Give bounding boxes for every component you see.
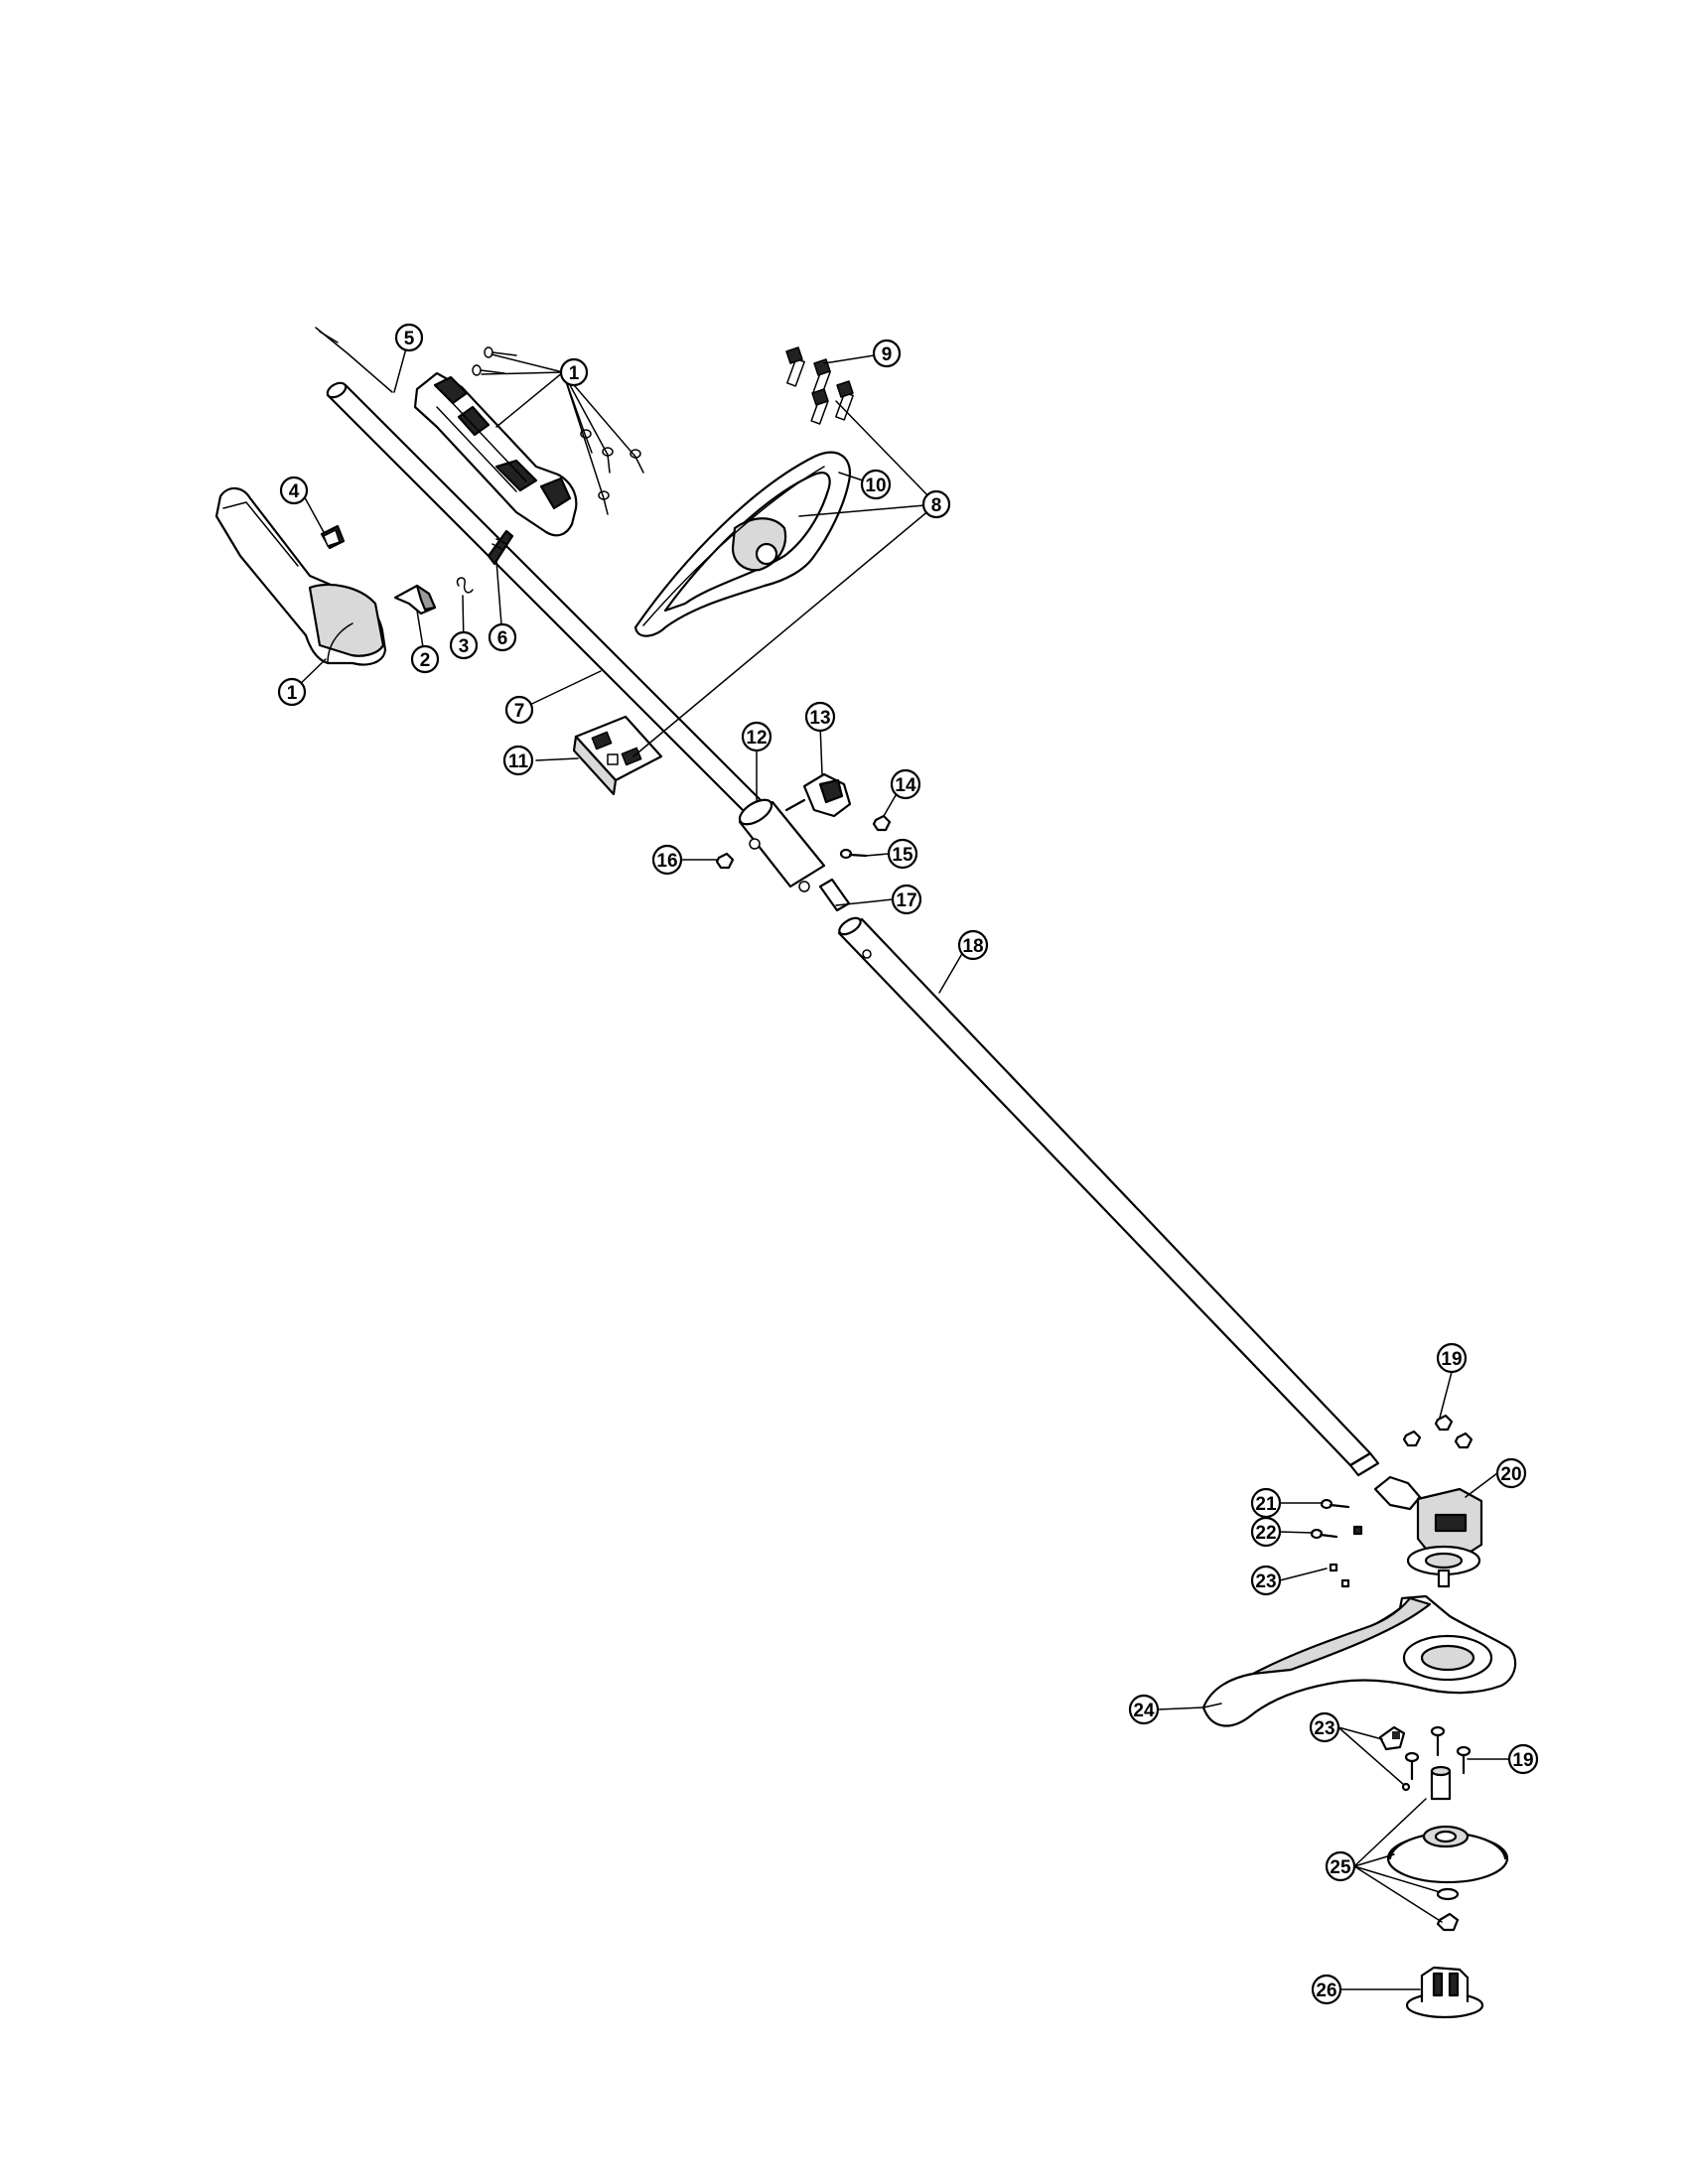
callout-label: 16	[656, 851, 677, 872]
callout-label: 6	[497, 628, 508, 649]
callout-15: 15	[887, 838, 918, 870]
callout-label: 20	[1500, 1464, 1521, 1485]
motor-nuts	[1402, 1414, 1474, 1449]
callout-10: 10	[860, 469, 892, 500]
callout-1-lower: 1	[277, 677, 307, 707]
callout-label: 2	[420, 650, 431, 671]
callout-6: 6	[488, 622, 517, 652]
callout-label: 18	[962, 936, 983, 957]
trigger	[393, 584, 437, 615]
switch-button	[320, 524, 346, 550]
rear-handle-housing	[214, 486, 387, 666]
leader-lines	[291, 337, 1510, 1990]
callout-label: 10	[865, 476, 886, 496]
callout-label: 5	[404, 329, 415, 349]
callout-8: 8	[921, 489, 951, 519]
spool-cover	[1405, 1966, 1484, 2019]
motor-housing	[1373, 1475, 1483, 1588]
callout-label: 17	[896, 890, 916, 911]
callout-label: 14	[895, 775, 916, 796]
guard-clip	[1378, 1725, 1406, 1751]
nut-16	[715, 852, 735, 870]
callout-label: 19	[1441, 1349, 1462, 1370]
callout-label: 21	[1255, 1494, 1277, 1515]
callout-17: 17	[891, 884, 922, 915]
callout-24: 24	[1128, 1694, 1160, 1725]
callout-label: 9	[882, 344, 893, 365]
callout-label: 12	[746, 728, 767, 749]
callout-label: 3	[459, 636, 470, 657]
callout-23-lower: 23	[1309, 1711, 1340, 1743]
callout-label: 23	[1255, 1571, 1276, 1592]
screw-15	[839, 848, 868, 860]
callout-9: 9	[872, 339, 902, 368]
callout-1-upper: 1	[559, 357, 589, 387]
callout-12: 12	[741, 721, 772, 752]
callout-label: 24	[1133, 1701, 1155, 1721]
callout-label: 7	[514, 701, 525, 722]
adjustment-knob	[784, 772, 852, 818]
callout-label: 8	[931, 495, 942, 516]
callout-19-lower: 19	[1507, 1743, 1539, 1775]
callout-19-upper: 19	[1436, 1342, 1468, 1374]
callout-23-upper: 23	[1250, 1565, 1282, 1596]
callout-13: 13	[804, 701, 836, 733]
callout-3: 3	[449, 630, 479, 660]
spring	[456, 577, 474, 594]
callout-5: 5	[394, 323, 424, 352]
callout-20: 20	[1495, 1457, 1527, 1489]
drive-cable	[315, 327, 393, 393]
callout-label: 1	[287, 683, 298, 704]
callout-label: 25	[1330, 1857, 1351, 1878]
callout-26: 26	[1311, 1974, 1342, 2005]
callout-label: 22	[1255, 1523, 1276, 1544]
handle-clamp	[572, 715, 663, 796]
callout-label: 11	[508, 751, 529, 772]
callout-4: 4	[279, 476, 309, 505]
shaft-insert	[818, 878, 851, 912]
handle-bolts	[785, 346, 854, 425]
nut-14	[872, 814, 892, 832]
spool-hub	[1386, 1765, 1509, 1932]
callout-16: 16	[651, 844, 683, 876]
lower-shaft-tube	[837, 916, 1380, 1477]
callout-18: 18	[957, 929, 989, 961]
upper-shaft-tube	[326, 381, 786, 836]
callout-label: 1	[569, 363, 580, 384]
callout-label: 19	[1512, 1750, 1533, 1771]
front-handle-housing	[413, 371, 578, 537]
small-fasteners	[1310, 1498, 1363, 1588]
callout-label: 13	[809, 708, 830, 729]
callout-11: 11	[502, 745, 534, 776]
auxiliary-handle	[633, 451, 852, 637]
callout-7: 7	[504, 695, 534, 725]
callout-label: 23	[1314, 1718, 1334, 1739]
callout-2: 2	[410, 644, 440, 674]
callout-label: 26	[1316, 1980, 1336, 2001]
callout-label: 4	[289, 481, 300, 502]
callout-22: 22	[1250, 1516, 1282, 1548]
housing-screws	[472, 346, 644, 515]
grass-guard	[1201, 1594, 1517, 1727]
callout-21: 21	[1250, 1487, 1282, 1519]
shaft-coupler	[738, 798, 826, 892]
latch-clip	[487, 529, 514, 566]
callout-25: 25	[1325, 1850, 1356, 1882]
callout-14: 14	[890, 768, 921, 800]
callout-label: 15	[892, 845, 913, 866]
